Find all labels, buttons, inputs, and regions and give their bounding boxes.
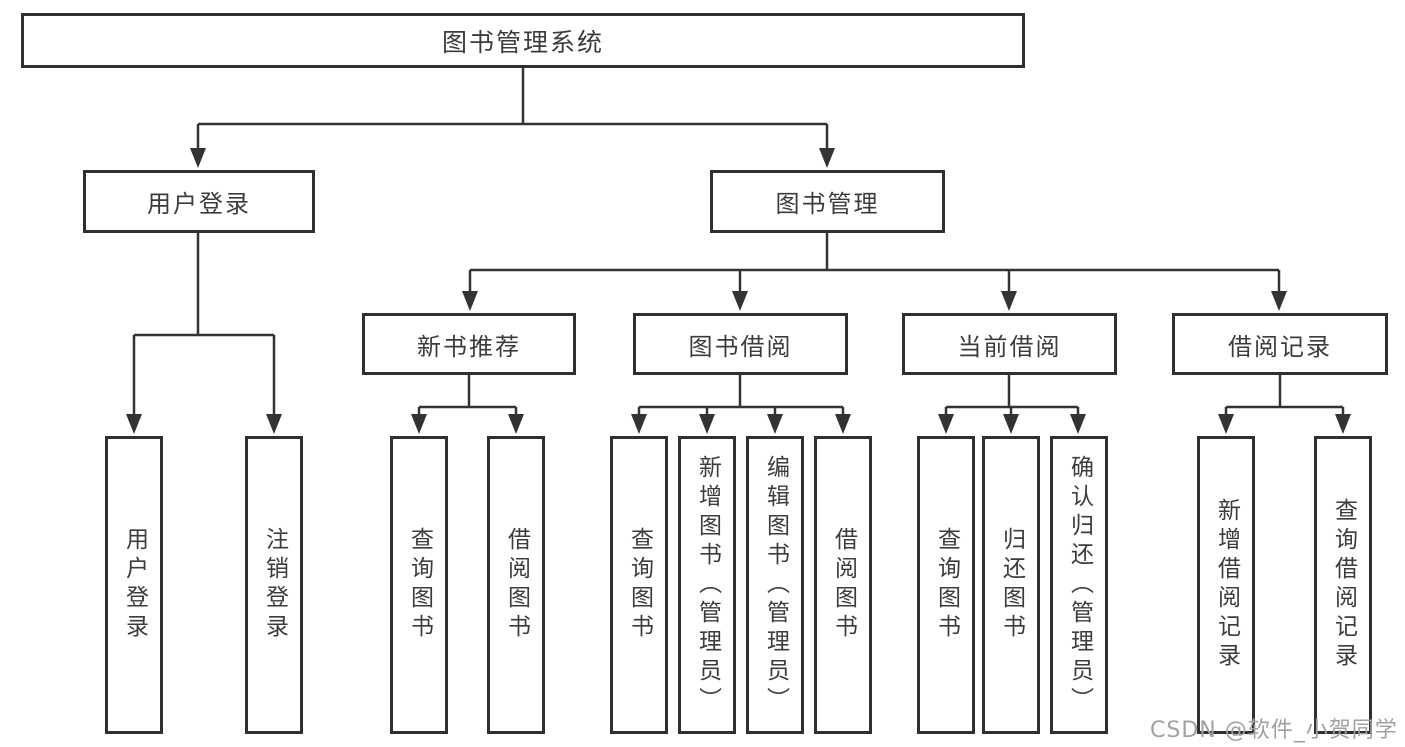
leaf-current-borrow-1: 归还图书 <box>982 436 1040 734</box>
leaf-current-borrow-2: 确认归还（管理员） <box>1050 436 1108 734</box>
arrowhead-icons <box>126 148 1351 434</box>
node-book-borrow: 图书借阅 <box>633 313 848 375</box>
leaf-book-borrow-3: 借阅图书 <box>814 436 872 734</box>
leaf-book-borrow-0: 查询图书 <box>610 436 668 734</box>
leaf-user-login-1: 注销登录 <box>245 436 303 734</box>
node-borrow-records: 借阅记录 <box>1172 313 1388 375</box>
leaf-new-books-0: 查询图书 <box>390 436 448 734</box>
leaf-book-borrow-2: 编辑图书（管理员） <box>746 436 804 734</box>
leaf-borrow-records-0: 新增借阅记录 <box>1197 436 1255 734</box>
node-book-management: 图书管理 <box>710 170 945 233</box>
leaf-user-login-0: 用户登录 <box>105 436 163 734</box>
node-current-borrow: 当前借阅 <box>902 313 1117 375</box>
leaf-current-borrow-0: 查询图书 <box>917 436 975 734</box>
node-user-login: 用户登录 <box>83 170 315 233</box>
leaf-book-borrow-1: 新增图书（管理员） <box>678 436 736 734</box>
csdn-watermark: CSDN @软件_小贺同学 <box>1150 718 1398 743</box>
leaf-new-books-1: 借阅图书 <box>487 436 545 734</box>
node-new-book-recommend: 新书推荐 <box>362 313 576 375</box>
leaf-borrow-records-1: 查询借阅记录 <box>1314 436 1372 734</box>
node-root-system: 图书管理系统 <box>21 13 1025 68</box>
